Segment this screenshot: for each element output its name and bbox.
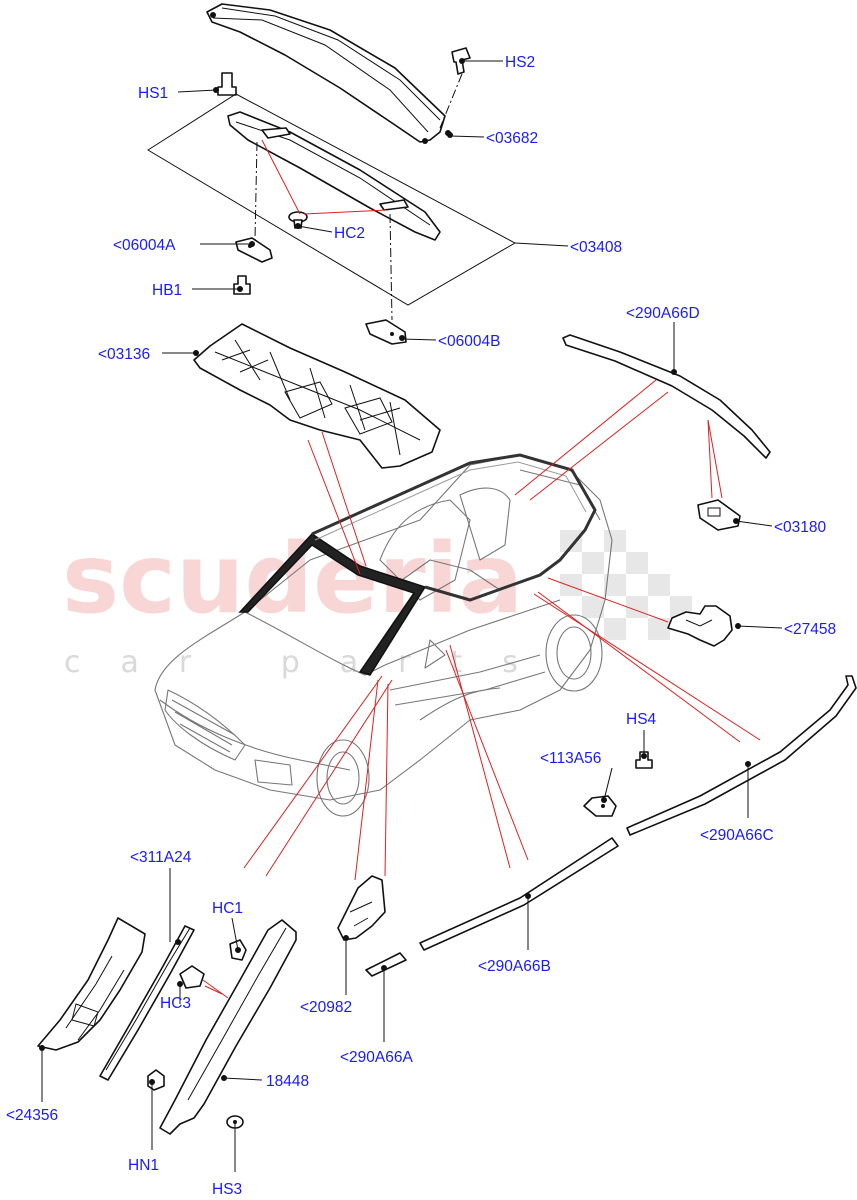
label-311a24: <311A24 xyxy=(130,849,192,866)
label-03408: <03408 xyxy=(570,239,622,256)
label-113a56: <113A56 xyxy=(540,750,601,767)
label-hs3: HS3 xyxy=(212,1181,242,1198)
alignment-lines xyxy=(254,73,463,321)
callout-labels: HS1 HS2 <03682 HC2 <06004A <03408 HB1 <0… xyxy=(6,54,836,1198)
trim-290a66a xyxy=(365,952,407,977)
label-06004b: <06004B xyxy=(438,333,501,350)
pillar-trim-24356 xyxy=(37,917,146,1051)
vehicle-outline xyxy=(154,454,613,817)
parcel-shelf-plane xyxy=(147,93,517,306)
leader-lines xyxy=(39,58,783,1172)
screw-hs1 xyxy=(217,72,237,96)
label-290a66a: <290A66A xyxy=(340,1049,413,1066)
label-03180: <03180 xyxy=(774,519,827,536)
bracket-03180 xyxy=(697,499,741,531)
label-hs4: HS4 xyxy=(626,711,657,728)
clip-hc3 xyxy=(179,965,205,989)
label-27458: <27458 xyxy=(784,621,836,638)
screw-hs4 xyxy=(635,751,653,769)
rail-290a66c xyxy=(626,675,857,836)
label-hs1: HS1 xyxy=(138,85,168,102)
label-290a66b: <290A66B xyxy=(478,958,551,975)
bracket-06004a xyxy=(235,237,273,263)
label-hc2: HC2 xyxy=(334,225,365,242)
mirror-sail-20982 xyxy=(337,875,386,941)
roof-rail-290a66d xyxy=(562,334,771,459)
bracket-113a56 xyxy=(583,795,617,817)
label-03682: <03682 xyxy=(486,130,538,147)
label-hs2: HS2 xyxy=(505,54,535,71)
label-hn1: HN1 xyxy=(128,1157,159,1174)
bolt-hb1 xyxy=(233,275,251,295)
parcel-shelf-cover xyxy=(206,3,451,144)
pointer-lines xyxy=(202,139,761,999)
clip-hc2 xyxy=(288,211,308,229)
label-290a66d: <290A66D xyxy=(626,305,700,322)
windscreen-frame xyxy=(238,453,597,676)
watermark-brand: scuderia xyxy=(62,523,523,635)
label-06004a: <06004A xyxy=(113,237,176,254)
a-pillar-trim-18448 xyxy=(159,919,297,1135)
label-03136: <03136 xyxy=(98,346,150,363)
label-18448: 18448 xyxy=(266,1073,309,1090)
label-hc3: HC3 xyxy=(160,995,191,1012)
label-hc1: HC1 xyxy=(212,900,243,917)
deflector-panel-03136 xyxy=(193,323,441,469)
checkered-flag-icon xyxy=(560,530,692,640)
watermark-sub: car parts xyxy=(64,645,558,680)
rail-290a66b xyxy=(419,837,619,951)
bracket-27458 xyxy=(667,605,733,647)
label-290a66c: <290A66C xyxy=(700,827,774,844)
label-hb1: HB1 xyxy=(152,282,182,299)
seal-strip-311a24 xyxy=(99,925,195,1081)
label-20982: <20982 xyxy=(300,999,352,1016)
bracket-06004b xyxy=(365,319,407,345)
label-24356: <24356 xyxy=(6,1107,58,1124)
watermark: scuderia car parts xyxy=(62,523,692,680)
